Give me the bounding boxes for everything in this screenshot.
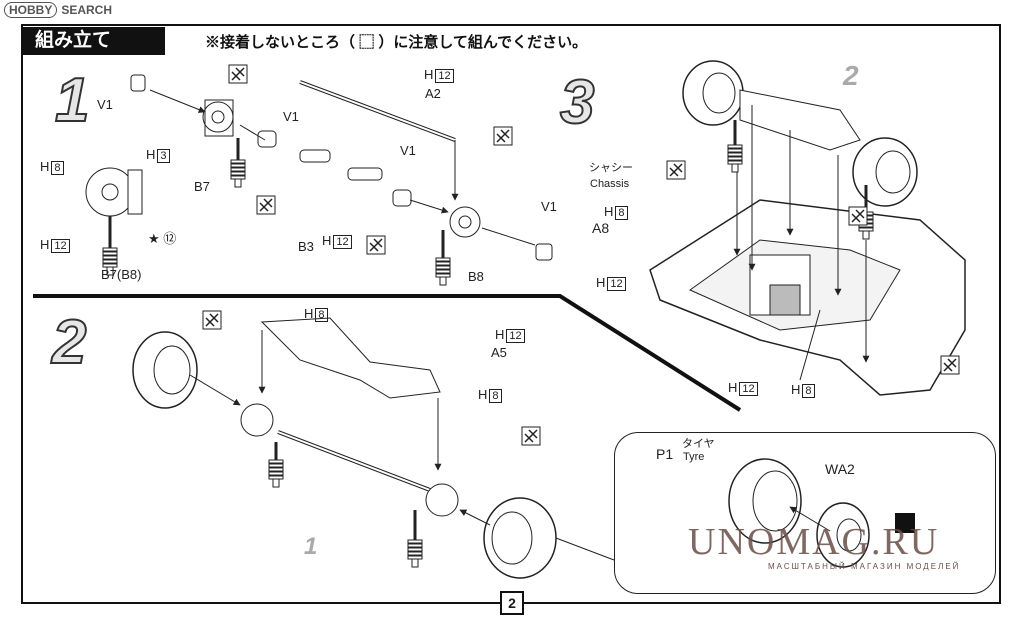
part-upright-left (240, 403, 274, 437)
step-number-1: 1 (54, 66, 91, 135)
page-number: 2 (500, 591, 524, 615)
logo-search: SEARCH (61, 3, 113, 17)
label-wa2: WA2 (825, 461, 855, 477)
label-tyre-jp: タイヤ (682, 438, 715, 450)
part-v1-cap (130, 74, 146, 92)
label-a2: A2 (425, 86, 441, 101)
tyre-wheel-inset (614, 432, 996, 594)
part-spring (230, 159, 246, 188)
section-title: 組み立て (23, 27, 165, 55)
label-tyre-en: Tyre (683, 451, 705, 463)
label-sub-2: 2 (843, 60, 859, 91)
label-v1: V1 (97, 97, 113, 112)
part-b3-pin (299, 149, 331, 163)
label-chassis-en: Chassis (590, 178, 630, 190)
inset-drawing (728, 458, 915, 568)
part-v1-collar (257, 130, 277, 148)
watermark-sub: МАСШТАБНЫЙ МАГАЗИН МОДЕЛЕЙ (768, 562, 961, 571)
label-a8: A8 (592, 220, 610, 236)
label-b3: B3 (298, 239, 314, 254)
watermark-main: UNOMAG.RU (688, 521, 940, 563)
logo-hobby: HOBBY (4, 2, 58, 18)
label-a5: A5 (491, 345, 507, 360)
part-v1-collar-2 (392, 189, 412, 207)
glue-notice: ※接着しないところ（ ⬚ ）に注意して組んでください。 (205, 34, 588, 51)
part-a5-subframe (260, 317, 441, 399)
label-b7: B7 (194, 179, 210, 194)
label-chassis-jp: シャシー (589, 162, 633, 174)
step-number-2: 2 (51, 308, 88, 377)
part-upright-right (425, 483, 459, 517)
label-star: ★ ⑫ (148, 231, 177, 246)
part-b3-pin-2 (347, 167, 383, 181)
part-front-assembly (739, 89, 861, 151)
step-number-3: 3 (559, 68, 596, 137)
label-p1: P1 (656, 446, 674, 462)
label-b8: B8 (468, 269, 484, 284)
part-v1-cap-2 (535, 243, 553, 261)
label-b7-b8: B7(B8) (101, 267, 142, 282)
label-v1-2: V1 (283, 109, 299, 124)
label-sub-1: 1 (304, 533, 318, 560)
section-divider (33, 294, 742, 412)
label-v1-3: V1 (400, 143, 416, 158)
label-v1-4: V1 (541, 199, 557, 214)
